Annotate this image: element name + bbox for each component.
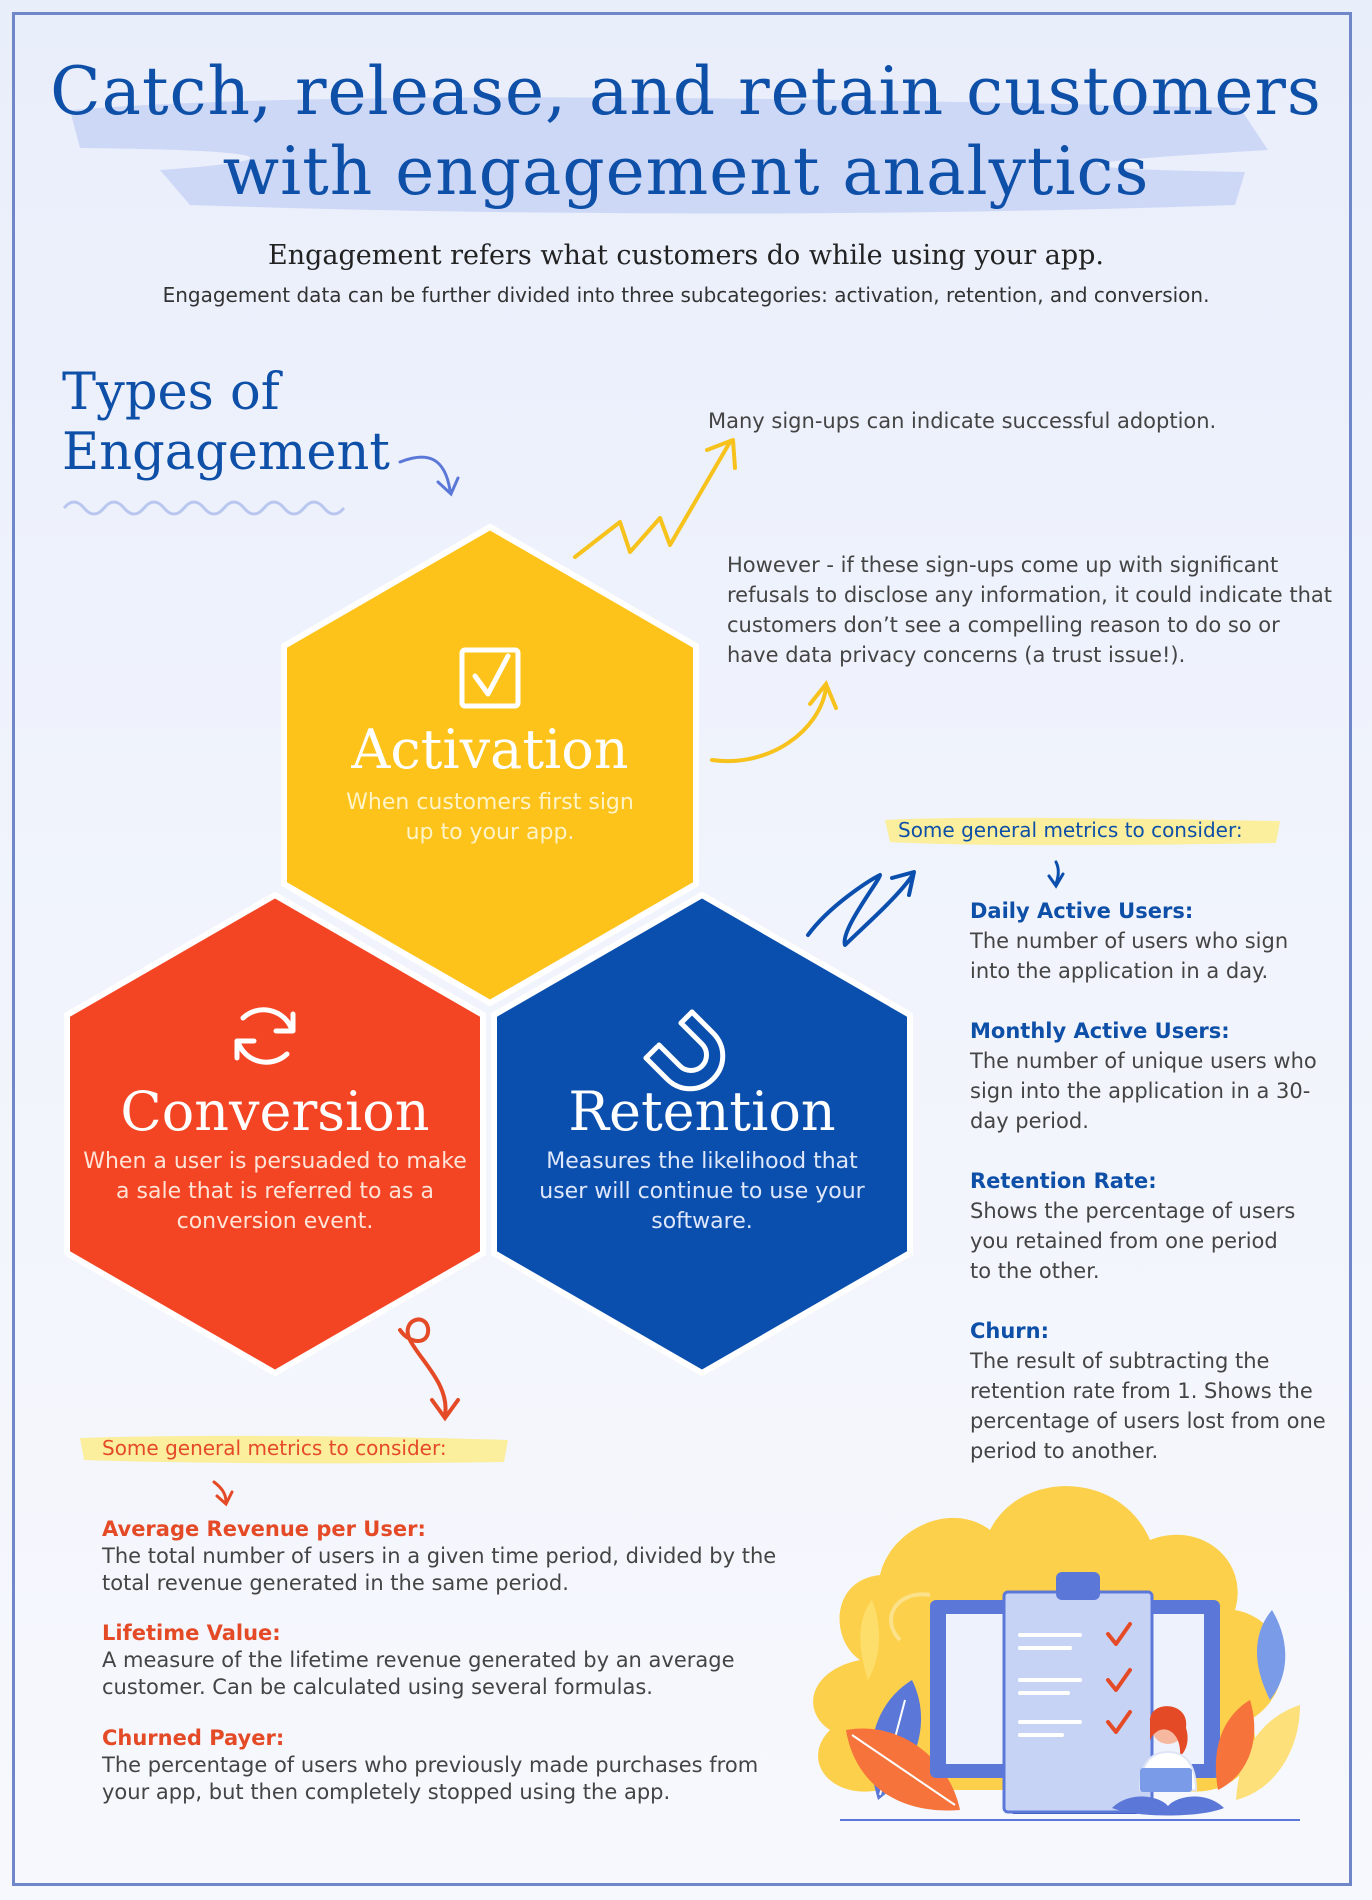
trust-issue-note: However - if these sign-ups come up with… (727, 553, 1333, 667)
conversion-hexagon (64, 891, 486, 1377)
metric-average-revenue-per-user: Average Revenue per User: The total numb… (102, 1516, 802, 1597)
activation-description: When customers first sign up to your app… (346, 790, 634, 845)
scribble-arrow-icon (806, 870, 916, 947)
retention-title: Retention (568, 1080, 836, 1143)
metric-name: Daily Active Users: (970, 899, 1194, 923)
red-check-icon (1106, 1622, 1132, 1734)
metric-churn: Churn: The result of subtracting the ret… (970, 1316, 1330, 1466)
wavy-underline (62, 500, 346, 516)
activation-hexagon (281, 523, 699, 1007)
metric-monthly-active-users: Monthly Active Users: The number of uniq… (970, 1016, 1330, 1136)
title-brush-highlight (70, 97, 1268, 214)
curve-arrow-icon (398, 455, 460, 497)
conversion-description: When a user is persuaded to make a sale … (83, 1149, 467, 1234)
conversion-title: Conversion (120, 1080, 430, 1143)
metric-name: Retention Rate: (970, 1169, 1157, 1193)
checklist-lines (1018, 1633, 1082, 1737)
retention-description: Measures the likelihood that user will c… (539, 1149, 865, 1234)
page-title-line-1: Catch, release, and retain customers (50, 53, 1322, 130)
metric-name: Average Revenue per User: (102, 1517, 426, 1541)
metric-description: Shows the percentage of users you retain… (970, 1199, 1296, 1283)
conversion-metrics-heading: Some general metrics to consider: (102, 1436, 447, 1460)
leaf-yellow-left (860, 1600, 880, 1680)
down-arrow-blue-icon (1047, 860, 1065, 889)
leaf-orange-left (846, 1728, 960, 1811)
leaf-orange-right (1215, 1700, 1255, 1790)
metric-description: The number of users who sign into the ap… (970, 929, 1289, 983)
retention-metrics-heading: Some general metrics to consider: (898, 818, 1243, 842)
page-title-line-2: with engagement analytics (222, 133, 1150, 210)
metric-retention-rate: Retention Rate: Shows the percentage of … (970, 1166, 1300, 1286)
page-subtitle: Engagement refers what customers do whil… (268, 240, 1104, 271)
metric-description: The number of unique users who sign into… (970, 1049, 1317, 1133)
retention-hexagon (491, 891, 913, 1377)
section-title-line-2: Engagement (62, 423, 390, 482)
adoption-note: Many sign-ups can indicate successful ad… (708, 409, 1217, 433)
metrics-highlight-conversion (80, 1435, 508, 1464)
loop-arrow-red-icon (398, 1317, 460, 1422)
curved-arrow-icon (710, 680, 838, 764)
clipboard-clip (1056, 1572, 1100, 1600)
metric-lifetime-value: Lifetime Value: A measure of the lifetim… (102, 1620, 802, 1701)
activation-title: Activation (351, 718, 629, 781)
metrics-highlight-retention (885, 817, 1280, 846)
metric-description: The percentage of users who previously m… (102, 1753, 759, 1804)
zigzag-arrow-icon (573, 438, 737, 559)
section-title-line-1: Types of (62, 363, 280, 422)
metric-description: A measure of the lifetime revenue genera… (102, 1648, 735, 1699)
metric-name: Monthly Active Users: (970, 1019, 1230, 1043)
down-arrow-red-icon (212, 1480, 234, 1507)
magnet-icon (643, 1009, 726, 1092)
leaf-yellow-right (1236, 1705, 1300, 1800)
refresh-icon (234, 1007, 296, 1065)
metric-name: Churn: (970, 1319, 1050, 1343)
person-figure (1112, 1706, 1224, 1816)
metric-name: Churned Payer: (102, 1726, 285, 1750)
page-border (12, 12, 1352, 1886)
page-subtext: Engagement data can be further divided i… (162, 283, 1210, 307)
checkbox-icon (459, 647, 521, 709)
metric-churned-payer: Churned Payer: The percentage of users w… (102, 1725, 802, 1806)
metric-daily-active-users: Daily Active Users: The number of users … (970, 896, 1330, 986)
leaf-blue-right (1257, 1610, 1286, 1700)
metric-description: The result of subtracting the retention … (970, 1349, 1326, 1463)
metric-name: Lifetime Value: (102, 1621, 281, 1645)
checklist-monitor-illustration (813, 1486, 1300, 1821)
metric-description: The total number of users in a given tim… (102, 1544, 777, 1595)
